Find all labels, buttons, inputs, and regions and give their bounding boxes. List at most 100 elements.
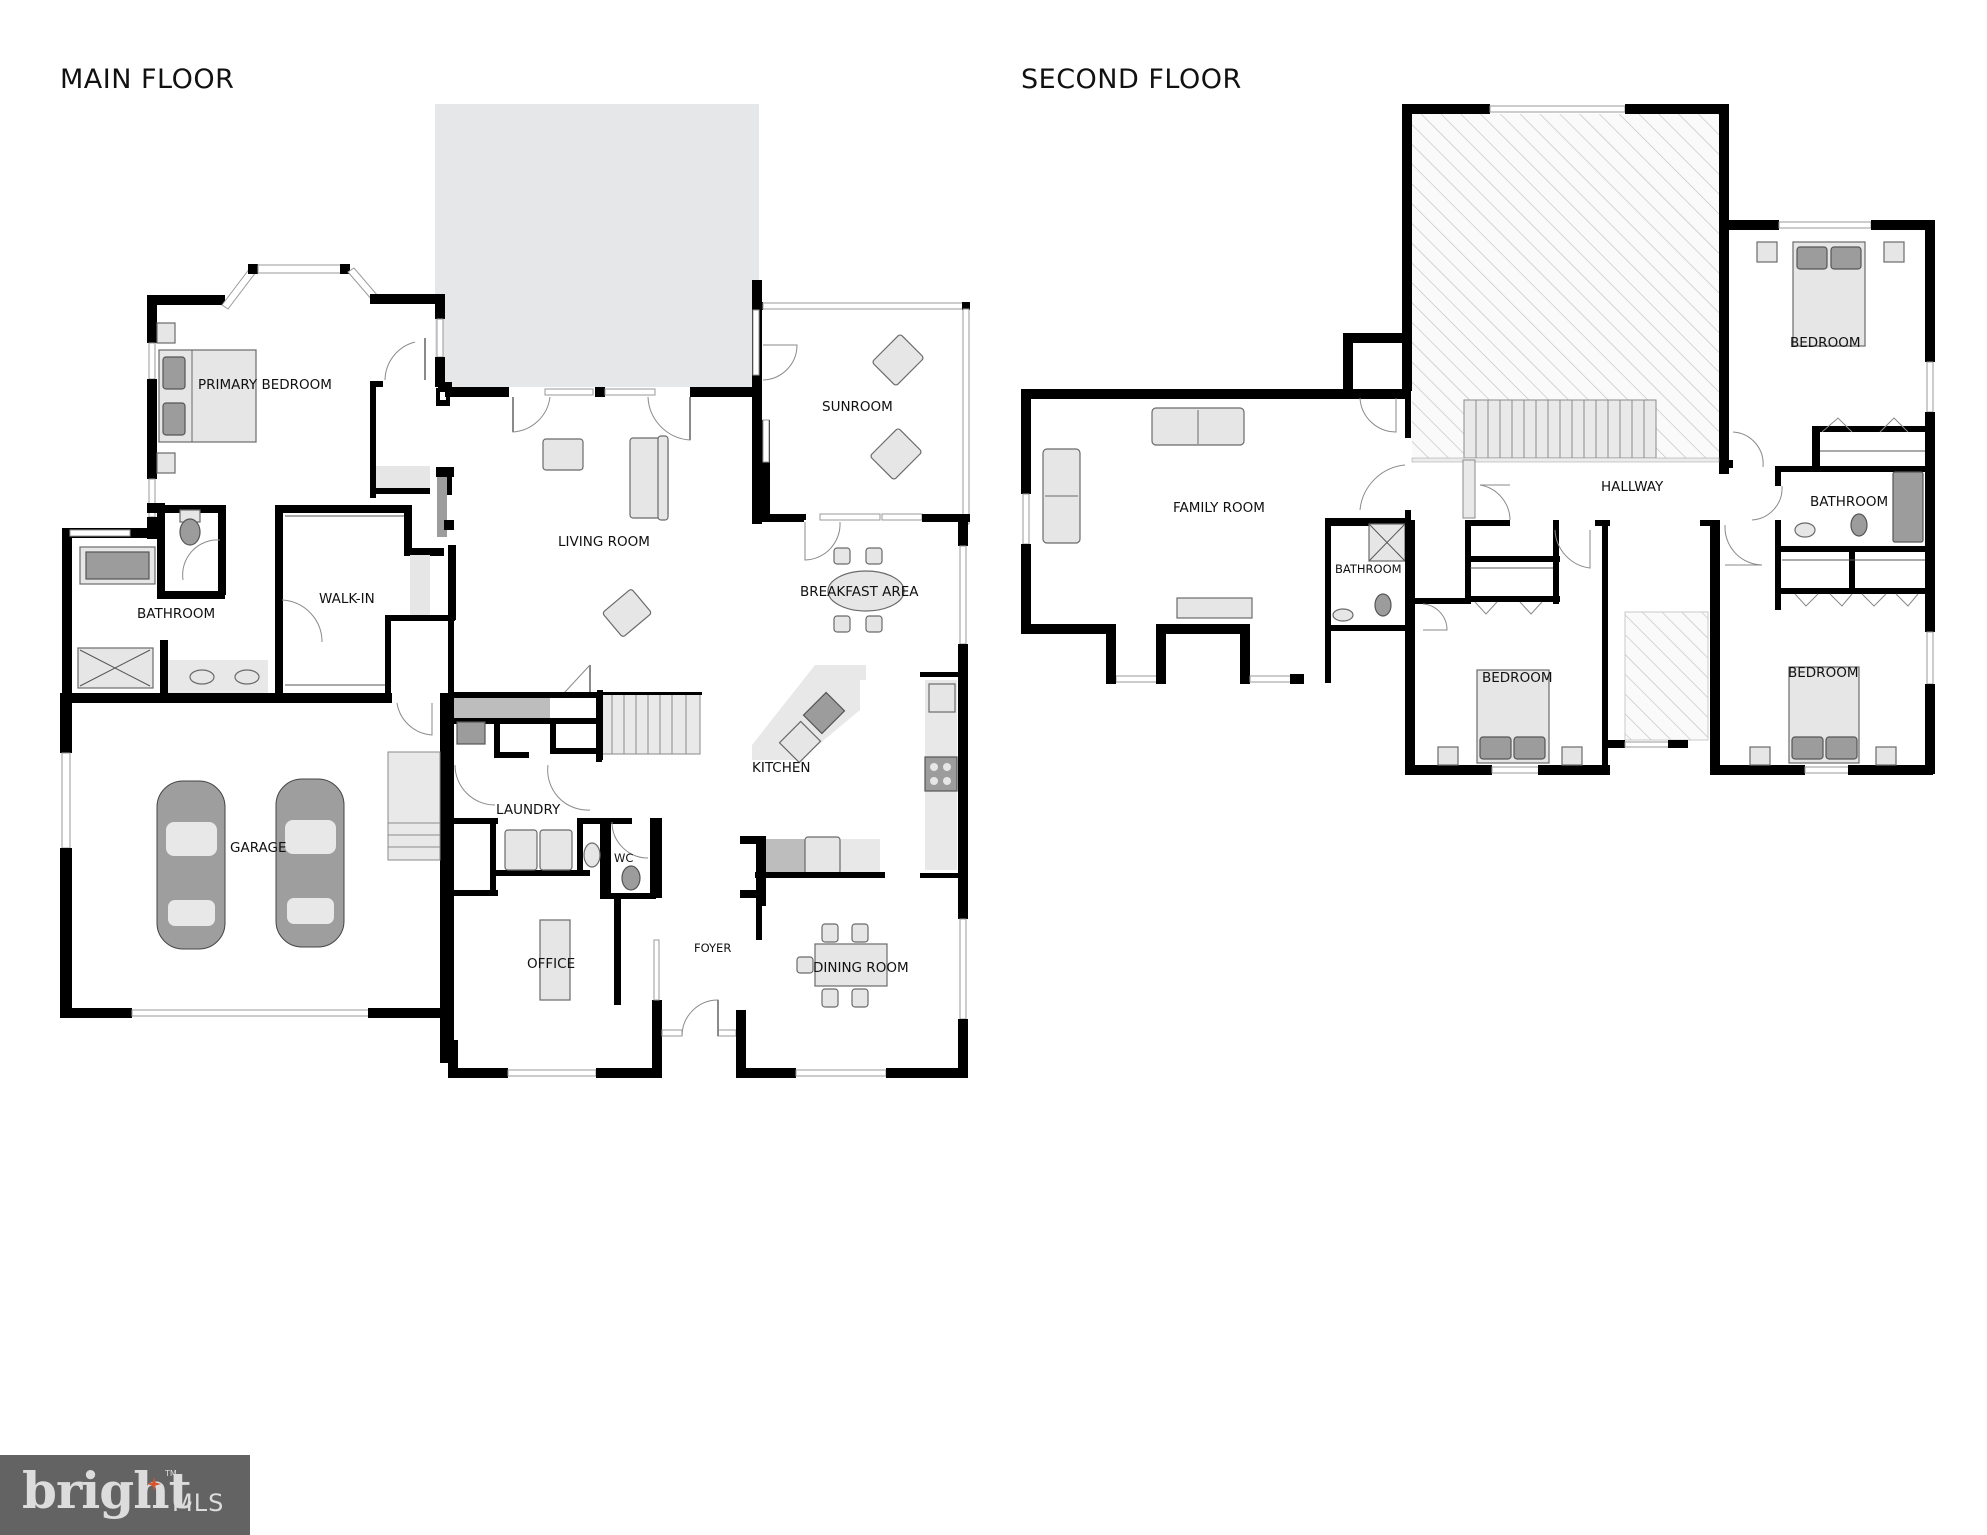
car-icon: [156, 780, 226, 950]
closet-bifold-door[interactable]: [1794, 593, 1819, 607]
laundry-door-left[interactable]: [454, 764, 496, 806]
nightstand-icon: [156, 452, 176, 474]
range-icon: [804, 836, 841, 875]
car-icon: [275, 778, 345, 948]
closet-bifold-door[interactable]: [1474, 601, 1498, 615]
bedroom-sw-walls: [1405, 520, 1610, 775]
tv-console-icon: [1176, 597, 1253, 619]
closet-bifold-door[interactable]: [1895, 593, 1919, 607]
cooktop-icon: [924, 756, 958, 792]
front-door[interactable]: [681, 999, 719, 1037]
living-door-right[interactable]: [647, 396, 691, 441]
garage-door[interactable]: [396, 702, 433, 736]
armchair-icon: [542, 438, 584, 471]
closet-bifold-door[interactable]: [1879, 417, 1909, 433]
room-label-sunroom: SUNROOM: [822, 399, 893, 415]
primary-bed-icon: [158, 349, 257, 443]
bedroom-se-walls: [1710, 520, 1935, 775]
closet-bifold-door[interactable]: [1829, 593, 1853, 607]
wc-walls: [600, 818, 662, 1005]
logo-mls-text: MLS: [172, 1489, 225, 1517]
primary-bath-walls: [62, 503, 444, 703]
bedroom-sw-door[interactable]: [1554, 529, 1591, 569]
living-room-walls: [436, 280, 762, 740]
garage-steps: [387, 751, 441, 861]
bathtub-icon: [1892, 471, 1924, 543]
office-desk-icon: [539, 919, 571, 1001]
dryer-icon: [539, 829, 573, 871]
room-label-bathroom-main: BATHROOM: [137, 606, 215, 622]
bright-mls-logo: bright TM MLS: [0, 1455, 250, 1535]
nightstand-icon: [1756, 241, 1778, 263]
bed-icon: [1792, 241, 1866, 347]
open-to-below-walls: [1402, 104, 1729, 474]
room-label-bathroom-family: BATHROOM: [1335, 562, 1402, 576]
utility-sink-icon: [456, 721, 486, 745]
bedroom-ne-door[interactable]: [1732, 431, 1764, 468]
room-label-hallway: HALLWAY: [1601, 479, 1664, 495]
room-label-breakfast-area: BREAKFAST AREA: [800, 584, 919, 600]
room-label-office: OFFICE: [527, 956, 575, 972]
open-to-below-small: [1624, 611, 1709, 741]
primary-bedroom-door-swing: [384, 341, 416, 381]
nightstand-icon: [1883, 241, 1905, 263]
bedroom-se-door[interactable]: [1724, 524, 1763, 566]
laundry-door-right[interactable]: [547, 764, 591, 811]
main-floor-title: MAIN FLOOR: [60, 64, 234, 95]
toilet-icon: [1374, 593, 1392, 617]
wc-door[interactable]: [611, 821, 649, 859]
walk-in-door-swing: [281, 599, 323, 643]
wc-sink-icon: [583, 842, 601, 868]
main-floor-plan: PRIMARY BEDROOM BATH: [60, 104, 970, 1078]
closet-bifold-door[interactable]: [1861, 593, 1887, 607]
garage-walls: [60, 693, 450, 1063]
kitchen-walls: [920, 520, 968, 878]
second-floor-plan: FAMILY ROOM BATHROOM: [1021, 104, 1935, 775]
logo-star-icon: [147, 1477, 161, 1491]
logo-trademark: TM: [165, 1469, 177, 1478]
sunroom-walls: [752, 302, 970, 525]
toilet-icon: [1850, 513, 1868, 537]
sunroom-door[interactable]: [762, 344, 798, 381]
upper-staircase: [1411, 399, 1720, 519]
dining-table-icon: [796, 923, 888, 1008]
room-label-bathroom-hall: BATHROOM: [1810, 494, 1888, 510]
washer-icon: [504, 829, 538, 871]
room-label-bedroom-ne: BEDROOM: [1790, 335, 1860, 351]
bath-closet-door[interactable]: [1422, 603, 1448, 631]
sink-icon: [189, 669, 215, 685]
breakfast-door[interactable]: [804, 521, 841, 561]
room-label-living-room: LIVING ROOM: [558, 534, 650, 550]
kitchen-counter-bottom: [760, 839, 810, 874]
room-label-garage: GARAGE: [230, 840, 287, 856]
main-staircase: [597, 690, 702, 760]
nightstand-icon: [1749, 746, 1771, 766]
bathtub-basin: [85, 551, 150, 580]
hall-bath-door[interactable]: [1751, 485, 1783, 521]
sofa-icon: [1042, 448, 1081, 544]
dining-walls: [736, 874, 968, 1078]
room-label-walk-in: WALK-IN: [319, 591, 375, 607]
family-room-door[interactable]: [1359, 397, 1397, 433]
closet-bifold-door[interactable]: [1821, 417, 1853, 433]
sofa-icon: [629, 435, 669, 521]
living-door-left[interactable]: [512, 396, 551, 433]
wc-toilet-icon: [621, 865, 641, 891]
armchair-icon: [872, 334, 924, 386]
linen-closet-door[interactable]: [1479, 484, 1511, 521]
bed-icon: [1476, 669, 1550, 764]
sink-icon: [1332, 608, 1354, 622]
armchair-icon: [602, 589, 652, 637]
bedroom-ne-walls: [1723, 220, 1935, 592]
room-label-foyer: FOYER: [694, 941, 731, 955]
family-hall-door[interactable]: [1359, 464, 1406, 511]
bed-icon: [1788, 666, 1860, 764]
toilet-icon: [179, 518, 201, 546]
nightstand-icon: [1437, 746, 1459, 766]
rear-deck: [435, 104, 759, 387]
laundry-walls: [448, 692, 611, 1055]
office-walls: [448, 939, 662, 1078]
closet-bifold-door[interactable]: [1519, 601, 1543, 615]
breakfast-table-icon: [827, 547, 905, 633]
